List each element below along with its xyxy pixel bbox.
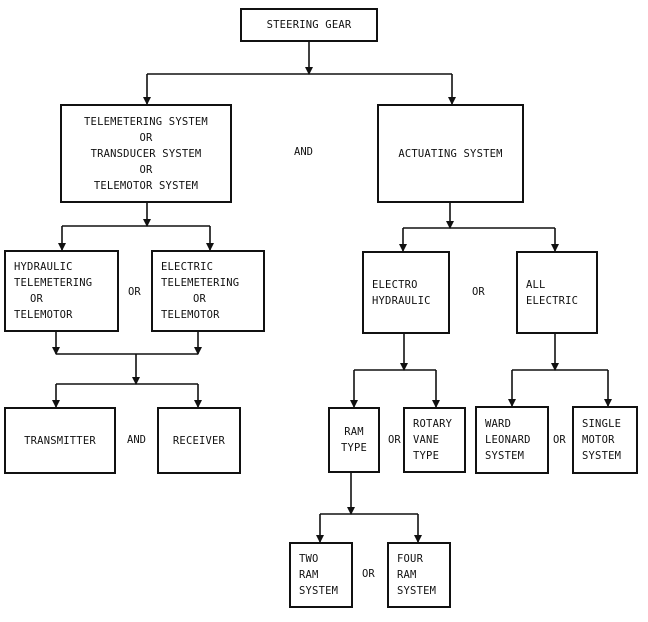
- all-electric-box: ALL ELECTRIC: [516, 251, 598, 334]
- actuating-system-box: ACTUATING SYSTEM: [377, 104, 524, 203]
- or-connector: OR: [388, 434, 401, 446]
- node-label: VANE: [413, 434, 440, 446]
- node-label: TELEMOTOR: [161, 309, 220, 321]
- node-label: WARD: [485, 418, 512, 430]
- or-connector: OR: [553, 434, 566, 446]
- ward-leonard-box: WARD LEONARD SYSTEM: [475, 406, 549, 474]
- or-connector: OR: [472, 286, 485, 298]
- telemetering-system-box: TELEMETERING SYSTEM OR TRANSDUCER SYSTEM…: [60, 104, 232, 203]
- node-label: ALL: [526, 278, 546, 291]
- node-label: STEERING GEAR: [266, 19, 352, 31]
- node-label: LEONARD: [485, 434, 531, 446]
- node-label: HYDRAULIC: [372, 294, 431, 307]
- node-label: OR: [30, 293, 44, 305]
- four-ram-system-box: FOUR RAM SYSTEM: [387, 542, 451, 608]
- node-label: TELEMOTOR SYSTEM: [93, 179, 199, 192]
- node-label: TELEMOTOR: [14, 309, 73, 321]
- hydraulic-telemetering-box: HYDRAULIC TELEMETERING OR TELEMOTOR: [4, 250, 119, 332]
- node-label: RAM: [397, 569, 417, 581]
- node-label: TYPE: [340, 442, 368, 454]
- node-label: FOUR: [397, 553, 424, 565]
- node-label: TELEMETERING SYSTEM: [84, 115, 208, 128]
- ram-type-box: RAM TYPE: [328, 407, 380, 473]
- receiver-box: RECEIVER: [157, 407, 241, 474]
- node-label: TELEMETERING: [161, 277, 240, 289]
- and-connector: AND: [294, 146, 313, 158]
- node-label: ELECTRO: [372, 278, 418, 291]
- node-label: SYSTEM: [397, 585, 437, 597]
- node-label: TELEMETERING: [14, 277, 93, 289]
- or-connector: OR: [362, 568, 375, 580]
- node-label: HYDRAULIC: [14, 261, 73, 273]
- node-label: ELECTRIC: [526, 294, 579, 307]
- node-label: RAM: [344, 426, 364, 438]
- single-motor-box: SINGLE MOTOR SYSTEM: [572, 406, 638, 474]
- node-label: OR: [193, 293, 207, 305]
- transmitter-box: TRANSMITTER: [4, 407, 116, 474]
- node-label: SYSTEM: [582, 450, 622, 462]
- node-label: SYSTEM: [299, 585, 339, 597]
- node-label: TYPE: [413, 450, 440, 462]
- and-connector: AND: [127, 434, 146, 446]
- node-label: RECEIVER: [172, 434, 226, 447]
- node-label: TRANSDUCER SYSTEM: [90, 147, 202, 160]
- rotary-vane-box: ROTARY VANE TYPE: [403, 407, 466, 473]
- node-label: TWO: [299, 553, 319, 565]
- electro-hydraulic-box: ELECTRO HYDRAULIC: [362, 251, 450, 334]
- node-label: SINGLE: [582, 418, 622, 430]
- node-label: RAM: [299, 569, 319, 581]
- node-label: ELECTRIC: [161, 261, 214, 273]
- node-label: SYSTEM: [485, 450, 525, 462]
- node-label: ROTARY: [413, 418, 453, 430]
- node-label: MOTOR: [582, 434, 615, 446]
- steering-gear-box: STEERING GEAR: [240, 8, 378, 42]
- node-label: OR: [139, 131, 153, 144]
- node-label: ACTUATING SYSTEM: [398, 147, 503, 160]
- electric-telemetering-box: ELECTRIC TELEMETERING OR TELEMOTOR: [151, 250, 265, 332]
- node-label: OR: [139, 163, 153, 176]
- node-label: TRANSMITTER: [24, 434, 96, 447]
- two-ram-system-box: TWO RAM SYSTEM: [289, 542, 353, 608]
- or-connector: OR: [128, 286, 141, 298]
